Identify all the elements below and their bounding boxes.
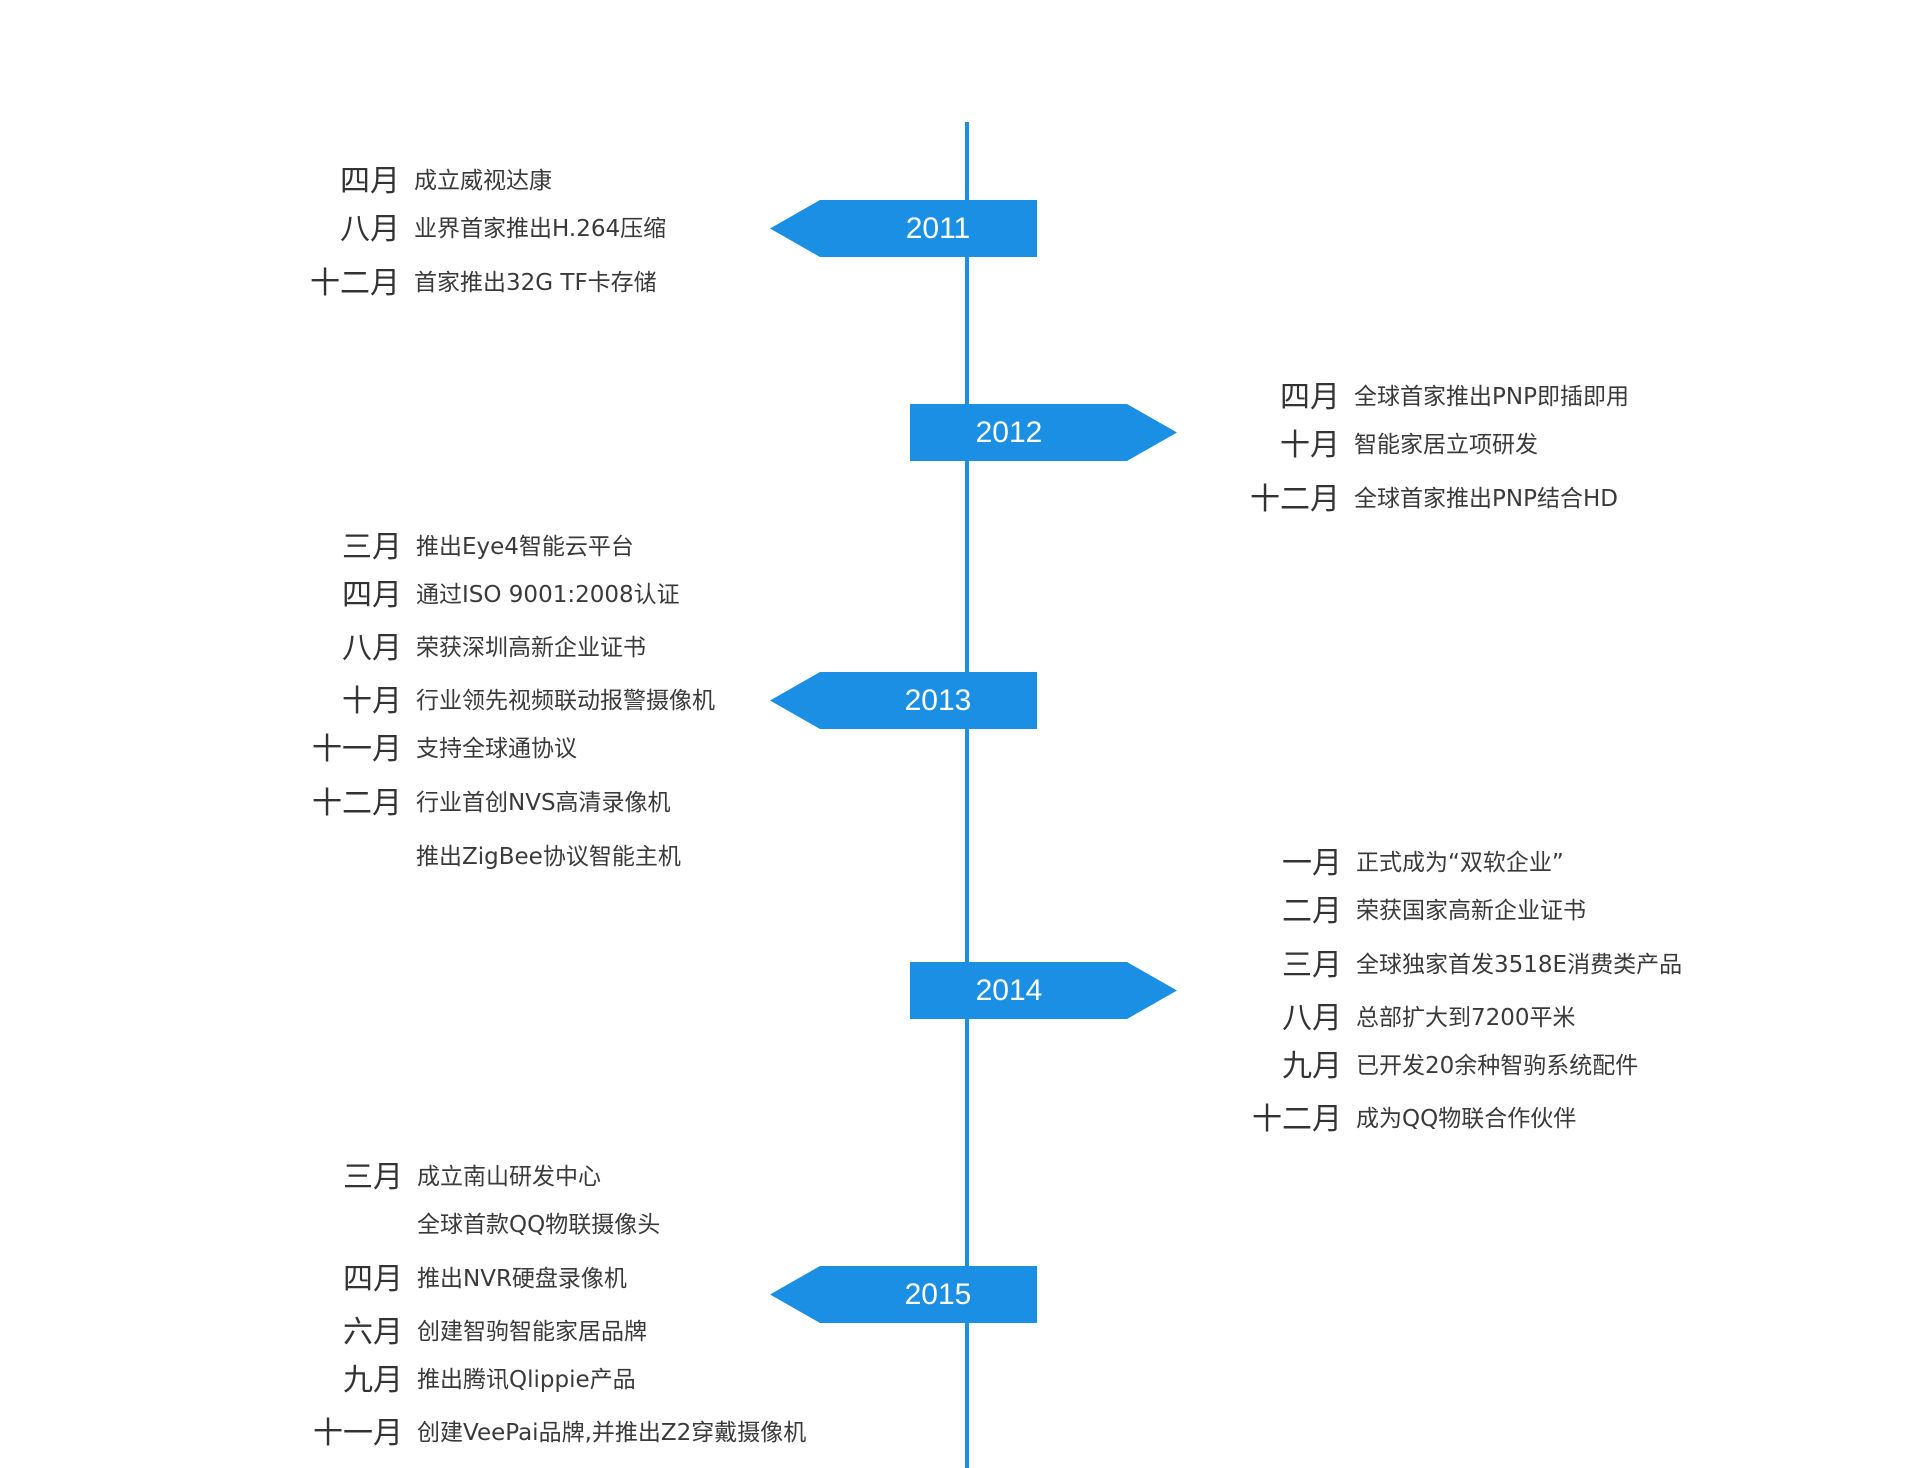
- event-month: 十二月: [1250, 482, 1340, 517]
- event-item: 九月 推出腾讯Qlippie产品: [313, 1357, 636, 1398]
- right-arrow-banner: [910, 962, 1177, 1019]
- event-text: 创建VeePai品牌,并推出Z2穿戴摄像机: [417, 1420, 807, 1446]
- event-text: 行业领先视频联动报警摄像机: [416, 688, 715, 714]
- event-month: 三月: [342, 530, 402, 565]
- event-item: 十二月 行业首创NVS高清录像机: [312, 780, 671, 821]
- event-item: 十二月 全球首家推出PNP结合HD: [1245, 476, 1618, 517]
- event-text: 推出NVR硬盘录像机: [417, 1266, 627, 1292]
- event-item: 二月 荣获国家高新企业证书: [1247, 888, 1586, 929]
- event-text: 已开发20余种智驹系统配件: [1356, 1053, 1639, 1079]
- event-month: 八月: [342, 631, 402, 666]
- event-item: 一月 正式成为“双软企业”: [1247, 840, 1564, 881]
- year-label: 2015: [904, 1278, 972, 1311]
- event-text: 总部扩大到7200平米: [1356, 1005, 1576, 1031]
- event-item: 四月 通过ISO 9001:2008认证: [312, 572, 680, 613]
- event-item: 十月 行业领先视频联动报警摄像机: [312, 678, 715, 719]
- event-text: 正式成为“双软企业”: [1356, 850, 1564, 876]
- event-text: 支持全球通协议: [416, 736, 577, 762]
- timeline-axis: [965, 122, 969, 1468]
- event-month: 十月: [1280, 428, 1340, 463]
- event-text: 成立南山研发中心: [417, 1164, 601, 1190]
- event-text: 通过ISO 9001:2008认证: [416, 582, 680, 608]
- event-month: 九月: [343, 1363, 403, 1398]
- event-month: 十月: [342, 684, 402, 719]
- event-item: 四月 成立威视达康: [310, 158, 552, 199]
- event-text: 全球首款QQ物联摄像头: [417, 1212, 661, 1238]
- event-text: 成立威视达康: [414, 168, 552, 194]
- year-tag-2014: 2014: [910, 962, 1177, 1019]
- event-text: 推出ZigBee协议智能主机: [416, 844, 681, 870]
- event-month: 十一月: [312, 732, 402, 767]
- event-item: 十一月 创建VeePai品牌,并推出Z2穿戴摄像机: [313, 1410, 807, 1451]
- event-text: 智能家居立项研发: [1354, 432, 1538, 458]
- left-arrow-banner: [770, 1266, 1037, 1323]
- left-arrow-banner: [770, 200, 1037, 257]
- event-month: 九月: [1282, 1049, 1342, 1084]
- event-item: 十二月 成为QQ物联合作伙伴: [1247, 1096, 1577, 1137]
- year-tag-2015: 2015: [770, 1266, 1037, 1323]
- event-item: 六月 创建智驹智能家居品牌: [313, 1309, 647, 1350]
- event-text: 创建智驹智能家居品牌: [417, 1319, 647, 1345]
- event-item: 八月 荣获深圳高新企业证书: [312, 625, 646, 666]
- event-text: 荣获深圳高新企业证书: [416, 635, 646, 661]
- event-month: 二月: [1282, 894, 1342, 929]
- event-month: 十二月: [312, 786, 402, 821]
- event-text: 全球首家推出PNP即插即用: [1354, 384, 1629, 410]
- event-month: 十二月: [1252, 1102, 1342, 1137]
- event-item: 十二月 首家推出32G TF卡存储: [310, 260, 657, 301]
- event-item: 三月 推出Eye4智能云平台: [312, 524, 634, 565]
- event-item: 八月 业界首家推出H.264压缩: [310, 206, 667, 247]
- left-arrow-banner: [770, 672, 1037, 729]
- year-tag-2012: 2012: [910, 404, 1177, 461]
- event-month: 四月: [1280, 380, 1340, 415]
- event-item: 三月 全球独家首发3518E消费类产品: [1247, 942, 1683, 983]
- event-text: 推出腾讯Qlippie产品: [417, 1367, 636, 1393]
- event-month: 三月: [1282, 948, 1342, 983]
- event-month: 四月: [340, 164, 400, 199]
- year-tag-2013: 2013: [770, 672, 1037, 729]
- right-arrow-banner: [910, 404, 1177, 461]
- event-text: 全球独家首发3518E消费类产品: [1356, 952, 1683, 978]
- event-text: 全球首家推出PNP结合HD: [1354, 486, 1618, 512]
- year-label: 2012: [975, 416, 1043, 449]
- year-label: 2014: [975, 974, 1043, 1007]
- event-month: 四月: [343, 1262, 403, 1297]
- year-tag-2011: 2011: [770, 200, 1037, 257]
- event-item: 十月 智能家居立项研发: [1245, 422, 1538, 463]
- event-item: 八月 总部扩大到7200平米: [1247, 995, 1576, 1036]
- event-item: 全球首款QQ物联摄像头: [313, 1202, 660, 1242]
- event-month: 四月: [342, 578, 402, 613]
- event-item: 九月 已开发20余种智驹系统配件: [1247, 1043, 1639, 1084]
- event-text: 行业首创NVS高清录像机: [416, 790, 671, 816]
- event-text: 首家推出32G TF卡存储: [414, 270, 657, 296]
- event-month: 八月: [340, 212, 400, 247]
- event-item: 四月 推出NVR硬盘录像机: [313, 1256, 627, 1297]
- event-item: 三月 成立南山研发中心: [313, 1154, 601, 1195]
- event-text: 荣获国家高新企业证书: [1356, 898, 1586, 924]
- event-text: 推出Eye4智能云平台: [416, 534, 634, 560]
- event-item: 推出ZigBee协议智能主机: [312, 834, 681, 874]
- event-month: 十一月: [313, 1416, 403, 1451]
- event-text: 业界首家推出H.264压缩: [414, 216, 667, 242]
- event-month: 六月: [343, 1315, 403, 1350]
- event-text: 成为QQ物联合作伙伴: [1356, 1106, 1577, 1132]
- year-label: 2011: [905, 212, 971, 245]
- event-month: 十二月: [310, 266, 400, 301]
- event-item: 四月 全球首家推出PNP即插即用: [1245, 374, 1629, 415]
- event-item: 十一月 支持全球通协议: [312, 726, 577, 767]
- year-label: 2013: [904, 684, 972, 717]
- event-month: 一月: [1282, 846, 1342, 881]
- event-month: 三月: [343, 1160, 403, 1195]
- event-month: 八月: [1282, 1001, 1342, 1036]
